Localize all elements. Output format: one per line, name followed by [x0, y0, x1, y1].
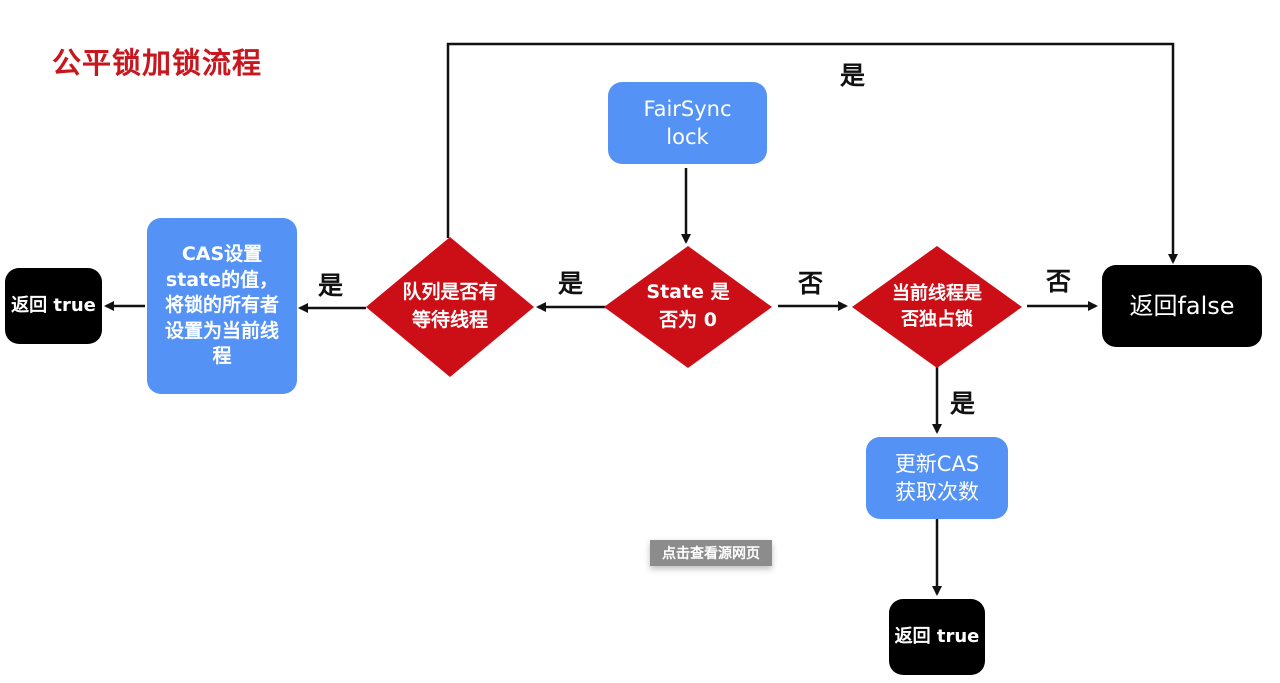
- edge-label-queue-yes-left: 是: [318, 271, 344, 300]
- node-text: 否独占锁: [901, 309, 973, 330]
- node-text: 获取次数: [894, 480, 979, 504]
- edge-label-queue-yes-top: 是: [840, 61, 866, 90]
- node-text: 设置为当前线: [164, 319, 279, 342]
- terminal-return-true-left: 返回 true: [5, 268, 102, 344]
- node-text: FairSync: [643, 96, 732, 121]
- terminal-return-true-bottom: 返回 true: [889, 599, 985, 675]
- edge-queue-to-false: [446, 42, 1178, 264]
- node-text: State 是: [646, 281, 730, 304]
- node-fairsync-lock: FairSync lock: [608, 82, 767, 164]
- node-text: 将锁的所有者: [164, 294, 279, 317]
- node-text: 更新CAS: [894, 451, 980, 476]
- node-text: lock: [666, 125, 709, 149]
- edge-label-state-yes: 是: [558, 269, 584, 298]
- decision-exclusive-owner: 当前线程是 否独占锁: [852, 246, 1022, 368]
- diamond-shape: [852, 246, 1022, 368]
- edge-label-owner-yes: 是: [950, 389, 976, 418]
- view-source-page-button[interactable]: 点击查看源网页: [650, 540, 772, 566]
- diagram-title: 公平锁加锁流程: [52, 46, 263, 80]
- node-cas-set-state: CAS设置 state的值， 将锁的所有者 设置为当前线 程: [147, 218, 297, 394]
- node-text: 等待线程: [411, 309, 488, 331]
- node-text: 队列是否有: [402, 281, 498, 304]
- node-text: 程: [212, 345, 232, 368]
- node-text: state的值，: [165, 268, 279, 291]
- node-update-cas-count: 更新CAS 获取次数: [866, 437, 1008, 519]
- node-text: 否为 0: [659, 309, 717, 331]
- node-text: 返回false: [1129, 291, 1235, 320]
- node-text: 返回 true: [11, 294, 96, 316]
- diamond-shape: [366, 237, 534, 377]
- diamond-shape: [604, 246, 772, 368]
- node-text: 当前线程是: [892, 282, 982, 304]
- decision-state-zero: State 是 否为 0: [604, 246, 772, 368]
- node-text: 返回 true: [894, 625, 980, 647]
- decision-queue-waiting: 队列是否有 等待线程: [366, 237, 534, 377]
- node-text: CAS设置: [181, 242, 263, 265]
- edge-label-owner-no: 否: [1046, 267, 1072, 296]
- edge-label-state-no: 否: [798, 269, 824, 298]
- terminal-return-false: 返回false: [1102, 265, 1262, 347]
